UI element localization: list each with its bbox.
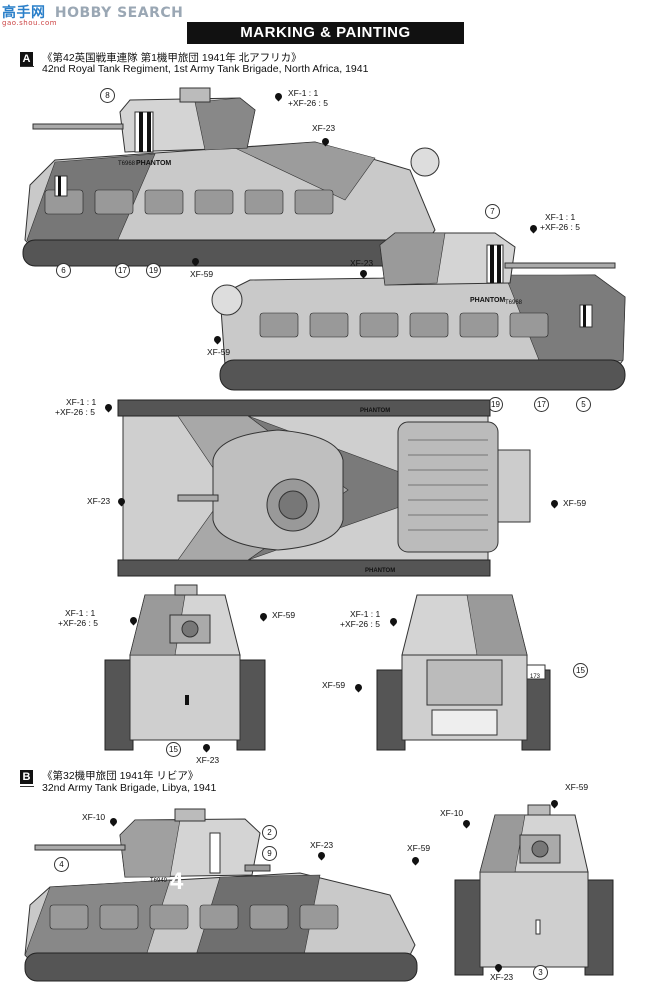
tank-a-top-drawing: [117, 399, 531, 577]
tank-a-top-paint-a-1: XF-1 : 1: [66, 397, 97, 407]
section-a-title-en: 42nd Royal Tank Regiment, 1st Army Tank …: [42, 63, 369, 75]
part-number: 17: [115, 263, 130, 278]
tank-a-right-decal-name: PHANTOM: [470, 297, 506, 304]
tank-b-side-paint-c: XF-59: [407, 843, 431, 853]
paint-drop-icon: [353, 682, 364, 693]
section-b-title-jp: 《第32機甲旅団 1941年 リビア》: [42, 770, 199, 782]
tank-a-front-drawing: [104, 584, 266, 751]
tank-a-top-paint-a-2: +XF-26 : 5: [55, 407, 95, 417]
tank-a-front-paint-c: XF-23: [196, 755, 220, 765]
section-b-badge: B: [20, 770, 33, 784]
part-number: 15: [166, 742, 181, 757]
tank-a-top-decal-top: PHANTOM: [360, 408, 391, 414]
part-number: 5: [576, 397, 591, 412]
section-a-badge: A: [20, 52, 33, 66]
tank-a-rear-drawing: [376, 594, 551, 751]
tank-b-side-paint-a: XF-10: [82, 812, 106, 822]
tank-a-left-hull-paint: XF-23: [312, 123, 336, 133]
section-a-rule: [20, 66, 34, 67]
section-b-title-en: 32nd Army Tank Brigade, Libya, 1941: [42, 782, 217, 794]
paint-drop-icon: [549, 498, 560, 509]
tank-a-right-turret-paint-2: +XF-26 : 5: [540, 222, 580, 232]
part-number: 15: [573, 663, 588, 678]
tank-a-front-paint-a-2: +XF-26 : 5: [58, 618, 98, 628]
tank-a-left-turret-paint-1: XF-1 : 1: [288, 88, 319, 98]
watermark-site: gao.shou.com: [2, 19, 58, 27]
tank-a-front-paint-a-1: XF-1 : 1: [65, 608, 96, 618]
tank-b-side-drawing: [24, 808, 418, 982]
tank-a-rear-paint-b: XF-59: [322, 680, 346, 690]
watermark-brand: HOBBY SEARCH: [54, 5, 184, 21]
tank-a-front-paint-b: XF-59: [272, 610, 296, 620]
watermark-logo: 高手网: [2, 5, 46, 21]
tank-a-left-lower-paint: XF-59: [190, 269, 214, 279]
part-number: 17: [534, 397, 549, 412]
part-number: 8: [100, 88, 115, 103]
section-a-title-jp: 《第42英国戦車連隊 第1機甲旅団 1941年 北アフリカ》: [42, 52, 302, 64]
tank-b-side-big-number: 4: [170, 868, 184, 895]
tank-a-top-paint-b: XF-23: [87, 496, 111, 506]
section-b-rule: [20, 786, 34, 787]
tank-a-right-serial: T6968: [505, 300, 523, 306]
page-title: MARKING & PAINTING: [187, 22, 464, 44]
tank-a-left-decal-name: PHANTOM: [136, 160, 172, 167]
tank-a-left-serial: T6968: [118, 161, 136, 167]
tank-a-top-decal-bottom: PHANTOM: [365, 568, 396, 574]
part-number: 19: [146, 263, 161, 278]
paint-drop-icon: [103, 402, 114, 413]
part-number: 7: [485, 204, 500, 219]
part-number: 4: [54, 857, 69, 872]
part-number: 3: [533, 965, 548, 980]
tank-a-rear-plate: 173: [530, 674, 541, 680]
tank-b-side-paint-b: XF-23: [310, 840, 334, 850]
tank-a-right-lower-paint: XF-59: [207, 347, 231, 357]
part-number: 6: [56, 263, 71, 278]
tank-a-right-turret-paint-1: XF-1 : 1: [545, 212, 576, 222]
tank-b-side-serial: T6949: [150, 878, 168, 884]
tank-a-left-turret-paint-2: +XF-26 : 5: [288, 98, 328, 108]
tank-a-rear-paint-a-1: XF-1 : 1: [350, 609, 381, 619]
tank-b-front-drawing: [454, 804, 614, 976]
tank-b-front-paint-c: XF-23: [490, 972, 514, 982]
tank-a-side-right-drawing: [211, 232, 626, 391]
part-number: 9: [262, 846, 277, 861]
tank-b-front-paint-b: XF-10: [440, 808, 464, 818]
part-number: 19: [488, 397, 503, 412]
tank-a-right-hull-paint: XF-23: [350, 258, 374, 268]
tank-a-rear-paint-a-2: +XF-26 : 5: [340, 619, 380, 629]
part-number: 2: [262, 825, 277, 840]
tank-a-top-paint-c: XF-59: [563, 498, 587, 508]
tank-a-side-left-drawing: [22, 87, 440, 267]
watermark: 高手网 HOBBY SEARCH gao.shou.com: [2, 2, 184, 27]
tank-b-front-paint-a: XF-59: [565, 782, 589, 792]
